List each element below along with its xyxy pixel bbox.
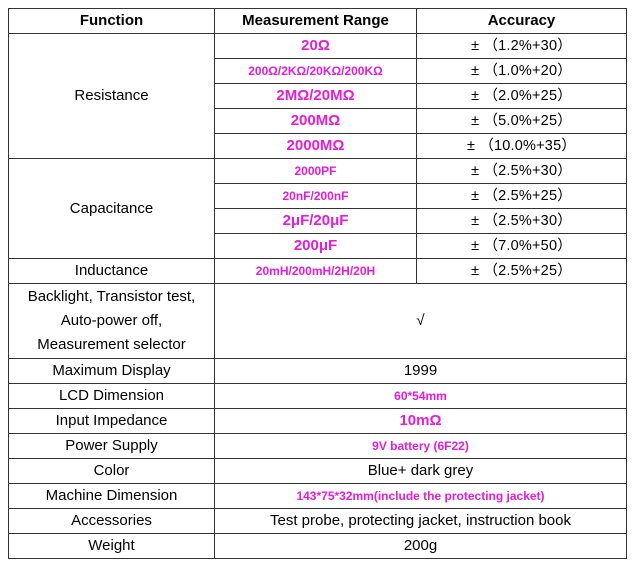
- table-row: 2000MΩ ± （10.0%+35）: [9, 133, 627, 159]
- accuracy-cell: ± （5.0%+25）: [416, 108, 627, 134]
- resistance-label: Resistance: [8, 33, 215, 159]
- table-row: Color Blue+ dark grey: [8, 458, 627, 484]
- capacitance-label: Capacitance: [8, 158, 215, 259]
- table-row: Resistance 20Ω ± （1.2%+30）: [8, 33, 627, 159]
- spec-label: Machine Dimension: [8, 483, 215, 509]
- table-row: Backlight, Transistor test, Auto-power o…: [8, 283, 627, 359]
- spec-label: Input Impedance: [8, 408, 215, 434]
- spec-value: 143*75*32mm(include the protecting jacke…: [214, 483, 627, 509]
- table-row: Maximum Display 1999: [8, 358, 627, 384]
- range-cell: 2MΩ/20MΩ: [214, 83, 417, 109]
- accuracy-cell: ± （1.0%+20）: [416, 58, 627, 84]
- range-cell: 20mH/200mH/2H/20H: [214, 258, 417, 284]
- spec-label: Power Supply: [8, 433, 215, 459]
- range-cell: 2000PF: [214, 158, 417, 184]
- spec-value: Blue+ dark grey: [214, 458, 627, 484]
- table-row: 2μF/20μF ± （2.5%+30）: [9, 208, 627, 234]
- header-function: Function: [8, 8, 215, 34]
- features-line: Auto-power off,: [60, 312, 163, 329]
- table-row: LCD Dimension 60*54mm: [8, 383, 627, 409]
- header-row: Function Measurement Range Accuracy: [8, 8, 627, 34]
- accuracy-cell: ± （10.0%+35）: [416, 133, 627, 159]
- range-cell: 200Ω/2KΩ/20KΩ/200KΩ: [214, 58, 417, 84]
- table-row: Accessories Test probe, protecting jacke…: [8, 508, 627, 534]
- spec-label: LCD Dimension: [8, 383, 215, 409]
- table-row: 200Ω/2KΩ/20KΩ/200KΩ ± （1.0%+20）: [9, 58, 627, 84]
- features-label: Backlight, Transistor test, Auto-power o…: [8, 283, 215, 359]
- accuracy-cell: ± （7.0%+50）: [416, 233, 627, 259]
- features-check-icon: √: [214, 283, 627, 359]
- accuracy-cell: ± （1.2%+30）: [416, 33, 627, 59]
- accuracy-cell: ± （2.5%+30）: [416, 208, 627, 234]
- features-line: Backlight, Transistor test,: [27, 288, 196, 305]
- range-cell: 2μF/20μF: [214, 208, 417, 234]
- spec-label: Color: [8, 458, 215, 484]
- features-line: Measurement selector: [37, 336, 186, 353]
- accuracy-cell: ± （2.5%+25）: [416, 183, 627, 209]
- table-row: Capacitance 2000PF ± （2.5%+30）: [8, 158, 627, 259]
- spec-value: 1999: [214, 358, 627, 384]
- spec-value: 9V battery (6F22): [214, 433, 627, 459]
- spec-value: 60*54mm: [214, 383, 627, 409]
- inductance-label: Inductance: [8, 258, 215, 284]
- table-row: Machine Dimension 143*75*32mm(include th…: [8, 483, 627, 509]
- table-row: 20nF/200nF ± （2.5%+25）: [9, 183, 627, 209]
- table-row: 200MΩ ± （5.0%+25）: [9, 108, 627, 134]
- spec-label: Accessories: [8, 508, 215, 534]
- accuracy-cell: ± （2.5%+30）: [416, 158, 627, 184]
- table-row: Power Supply 9V battery (6F22): [8, 433, 627, 459]
- table-row: 2MΩ/20MΩ ± （2.0%+25）: [9, 83, 627, 109]
- spec-label: Maximum Display: [8, 358, 215, 384]
- header-range: Measurement Range: [214, 8, 417, 34]
- table-row: Input Impedance 10mΩ: [8, 408, 627, 434]
- spec-value: 200g: [214, 533, 627, 559]
- accuracy-cell: ± （2.0%+25）: [416, 83, 627, 109]
- table-row: Inductance 20mH/200mH/2H/20H ± （2.5%+25）: [8, 258, 627, 284]
- range-cell: 200μF: [214, 233, 417, 259]
- spec-table: Function Measurement Range Accuracy Resi…: [8, 8, 627, 559]
- range-cell: 2000MΩ: [214, 133, 417, 159]
- range-cell: 200MΩ: [214, 108, 417, 134]
- spec-value: Test probe, protecting jacket, instructi…: [214, 508, 627, 534]
- table-row: 200μF ± （7.0%+50）: [9, 233, 627, 259]
- range-cell: 20Ω: [214, 33, 417, 59]
- header-accuracy: Accuracy: [416, 8, 627, 34]
- spec-value: 10mΩ: [214, 408, 627, 434]
- table-row: Weight 200g: [8, 533, 627, 559]
- spec-label: Weight: [8, 533, 215, 559]
- accuracy-cell: ± （2.5%+25）: [416, 258, 627, 284]
- range-cell: 20nF/200nF: [214, 183, 417, 209]
